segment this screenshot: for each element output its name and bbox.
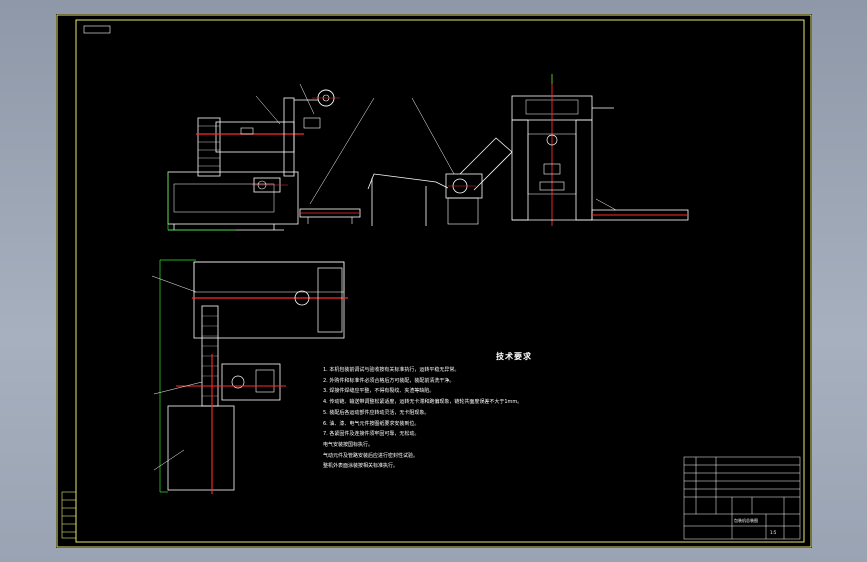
corner-tag-box <box>83 25 111 34</box>
note-line: 4. 传动链、输送带调整松紧适度，运转无卡滞和跑偏现象，链轮共面度误差不大于1m… <box>323 399 523 406</box>
note-line: 1. 本机包装前调试与验收按有关标准执行，运转平稳无异常。 <box>323 367 460 373</box>
note-line: 3. 焊接件焊缝应平整，不得有裂纹、夹渣等缺陷。 <box>323 388 435 395</box>
drawing-sheet: 技术要求 1. 本机包装前调试与验收按有关标准执行，运转平稳无异常。 2. 外购… <box>56 14 812 548</box>
drawing-scale: 1:5 <box>770 530 777 535</box>
note-line: 电气安装按国标执行。 <box>323 441 374 448</box>
drawing-name: 包装机总装图 <box>734 518 758 523</box>
inner-frame <box>75 19 805 543</box>
note-line: 整机外表面涂装按相关标准执行。 <box>323 463 399 470</box>
note-line: 7. 各紧固件及连接件须牢固可靠，无松动。 <box>323 431 420 438</box>
notes-title: 技术要求 <box>496 352 532 361</box>
infeed-conveyor <box>299 97 375 224</box>
note-line: 2. 外购件和标准件必须合格后方可装配，装配前清洗干净。 <box>323 377 455 384</box>
plan-view-machine <box>151 259 348 494</box>
note-line: 6. 油、漆、电气元件按图纸要求安装到位。 <box>323 420 420 427</box>
technical-notes: 1. 本机包装前调试与验收按有关标准执行，运转平稳无异常。 2. 外购件和标准件… <box>323 365 653 472</box>
corner-tag <box>84 26 110 33</box>
revision-table <box>61 491 77 539</box>
front-view-machine <box>167 83 340 231</box>
note-line: 气动元件及管路安装后应进行密封性试验。 <box>323 452 419 459</box>
incline-conveyor <box>367 97 513 226</box>
outer-frame <box>56 14 812 548</box>
title-block: 包装机总装图 1:5 <box>684 457 800 539</box>
side-view-machine <box>511 74 689 226</box>
cad-drawing <box>56 14 812 548</box>
note-line: 5. 装配后各运动部件应转动灵活，无卡阻现象。 <box>323 409 430 416</box>
title-block-grid <box>683 456 801 540</box>
